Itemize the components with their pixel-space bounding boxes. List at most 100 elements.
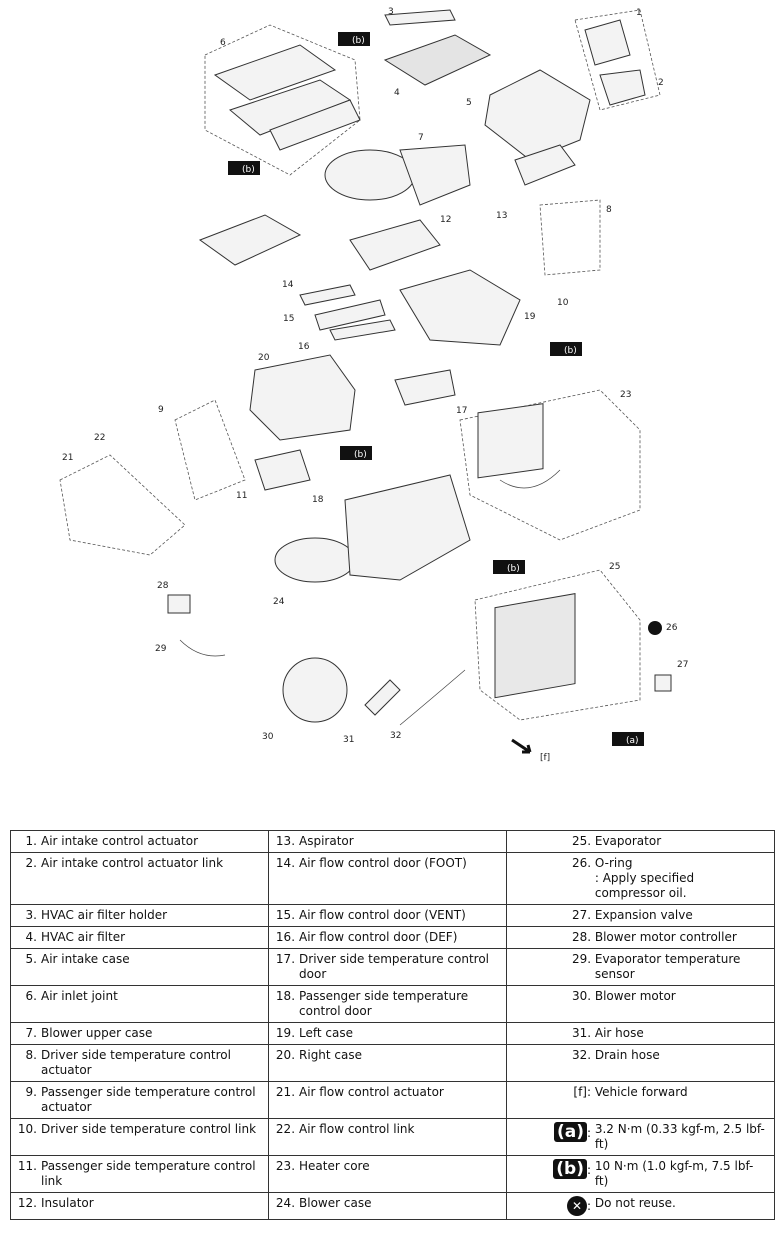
do-not-reuse-icon [648, 621, 662, 635]
legend-text: Insulator [41, 1196, 94, 1210]
torque-tag-b-2: (b) [228, 161, 260, 175]
torque-wrench-icon: (b) [553, 1159, 587, 1179]
legend-text: Driver side temperature control actuator [41, 1048, 231, 1077]
legend-num: 28. [571, 930, 592, 944]
callout-1: 1 [636, 8, 642, 18]
legend-text: Air intake control actuator [41, 834, 199, 848]
expansion-valve-shape [654, 674, 672, 692]
callout-27: 27 [677, 660, 688, 670]
legend-text: Do not reuse. [594, 1196, 676, 1210]
svg-text:(b): (b) [242, 165, 255, 175]
legend-text: Blower case [299, 1196, 372, 1210]
svg-text:(b): (b) [352, 36, 365, 46]
callout-30: 30 [262, 732, 274, 742]
legend-row: 8. Driver side temperature control actuat… [9, 1044, 775, 1082]
blower-controller-shape [167, 594, 191, 614]
legend-row: 2. Air intake control actuator link 14.Air… [9, 852, 775, 905]
callout-20: 20 [258, 353, 270, 363]
legend-num: 27. [571, 908, 592, 922]
air-inlet-joint-shape [213, 44, 361, 151]
sensor-wire-shape [179, 639, 226, 657]
legend-row: 4. HVAC air filter 16.Air flow control doo… [9, 926, 775, 949]
callout-31: 31 [343, 735, 354, 745]
blower-motor-shape [282, 657, 348, 723]
legend-text: Passenger side temperature control link [41, 1159, 256, 1188]
callout-29: 29 [155, 644, 167, 654]
callout-28: 28 [157, 581, 169, 591]
air-intake-case-shape [484, 69, 591, 186]
callout-32: 32 [390, 731, 401, 741]
group-outline-actuators-top [574, 9, 661, 111]
legend-num: 10. [17, 1122, 37, 1136]
callout-labels: 1 2 3 4 5 6 7 8 9 10 11 12 13 14 15 16 1… [62, 7, 688, 763]
legend-text: Vehicle forward [594, 1085, 688, 1099]
callout-7: 7 [418, 133, 424, 143]
legend-text: HVAC air filter [41, 930, 126, 944]
legend-num: 20. [275, 1048, 296, 1062]
legend-num: [f]: [573, 1085, 592, 1099]
callout-24: 24 [273, 597, 285, 607]
legend-row: 11. Passenger side temperature control li… [9, 1155, 775, 1193]
exploded-parts-diagram: 1 2 3 4 5 6 7 8 9 10 11 12 13 14 15 16 1… [59, 7, 688, 763]
legend-num: 13. [275, 834, 296, 848]
group-outline-temp-actuator [539, 199, 601, 276]
legend-num: 30. [571, 989, 592, 1003]
legend-num: 6. [25, 989, 37, 1003]
svg-text:(b): (b) [507, 564, 520, 574]
callout-25: 25 [609, 562, 620, 572]
group-outline-air-inlet [204, 24, 361, 176]
legend-num: 31. [571, 1026, 592, 1040]
torque-tag-b-5: (b) [493, 560, 525, 574]
group-outline-evaporator [474, 569, 641, 721]
legend-num: 14. [275, 856, 296, 870]
legend-text: Evaporator [594, 834, 662, 848]
legend-text: Air inlet joint [41, 989, 118, 1003]
callout-16: 16 [298, 342, 310, 352]
legend-num: 8. [25, 1048, 37, 1062]
legend-num: 11. [17, 1159, 37, 1173]
torque-tag-b-1: (b) [338, 32, 370, 46]
legend-num: 7. [25, 1026, 37, 1040]
svg-text:(b): (b) [564, 346, 577, 356]
callout-12: 12 [440, 215, 451, 225]
legend-text: Passenger side temperature control door [299, 989, 469, 1018]
callout-23: 23 [620, 390, 631, 400]
legend-num: 16. [275, 930, 296, 944]
legend-num: 26. [571, 856, 592, 870]
legend-text: Driver side temperature control door [299, 952, 489, 981]
group-outline-flow-actuator [59, 454, 186, 556]
torque-wrench-icon: (a) [553, 1122, 587, 1142]
legend-text: Driver side temperature control link [41, 1122, 257, 1136]
legend-num: 2. [25, 856, 37, 870]
legend-text: Air flow control door (VENT) [299, 908, 466, 922]
legend-num: 21. [275, 1085, 296, 1099]
flow-door-16-shape [329, 319, 396, 341]
right-case-shape [249, 354, 356, 441]
legend-num: 4. [25, 930, 37, 944]
actuator-link-2-shape [599, 69, 646, 106]
callout-15: 15 [283, 314, 294, 324]
legend-num: 17. [275, 952, 296, 966]
legend-text: Air flow control door (FOOT) [299, 856, 467, 870]
callout-10: 10 [557, 298, 569, 308]
callout-6: 6 [220, 38, 226, 48]
legend-num: 32. [571, 1048, 592, 1062]
insulator-shape [198, 214, 302, 266]
legend-text: Air intake control actuator link [41, 856, 224, 870]
left-case-shape [399, 269, 521, 346]
legend-text: Blower motor [594, 989, 676, 1003]
legend-text: 3.2 N·m (0.33 kgf-m, 2.5 lbf-ft) [594, 1122, 765, 1151]
callout-14: 14 [282, 280, 294, 290]
blower-case-shape [274, 474, 471, 583]
legend-num: 12. [17, 1196, 37, 1210]
legend-text: Left case [299, 1026, 353, 1040]
legend-text: Air flow control link [299, 1122, 415, 1136]
legend-text: Air hose [594, 1026, 644, 1040]
svg-text:(b): (b) [354, 450, 367, 460]
legend-text: Air flow control door (DEF) [299, 930, 458, 944]
